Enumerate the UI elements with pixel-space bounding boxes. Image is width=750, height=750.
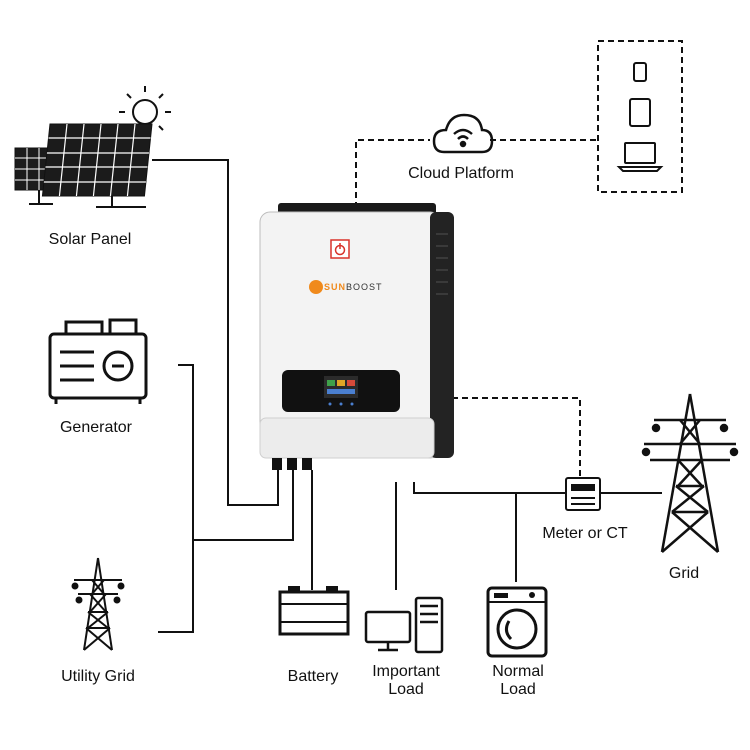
utility-grid-label: Utility Grid (61, 668, 135, 685)
generator-icon (48, 318, 148, 404)
brand-prefix: SUN (324, 282, 347, 292)
utility-grid-tower-icon (71, 557, 125, 651)
battery-icon (278, 586, 350, 636)
important-load-label-line2: Load (388, 681, 424, 698)
normal-load-label-line1: Normal (492, 663, 544, 680)
solar-panel-label: Solar Panel (48, 231, 132, 248)
solar-line (152, 159, 279, 506)
cloud-wifi-icon (432, 113, 494, 154)
important-load-label-line1: Important (372, 663, 440, 680)
connection-lines (152, 159, 662, 633)
generator-label: Generator (59, 419, 133, 436)
solar-panel-icon (14, 123, 153, 208)
meter-icon (565, 477, 601, 511)
phone-icon (633, 62, 647, 82)
inverter-image (259, 203, 454, 470)
grid-label: Grid (668, 565, 700, 582)
devices-box (597, 40, 683, 193)
meter-comm-line (432, 397, 581, 478)
battery-label: Battery (287, 668, 339, 685)
meter-or-ct-label: Meter or CT (542, 525, 628, 542)
dashed-lines (355, 40, 683, 478)
utility-grid-line (158, 540, 194, 633)
inverter-brand-logo: SUNBOOST (324, 282, 383, 292)
computer-icon (364, 596, 444, 654)
cloud-platform-label: Cloud Platform (408, 165, 514, 182)
cloud-link-line (355, 139, 430, 208)
normal-load-line (413, 482, 517, 582)
tablet-icon (629, 98, 651, 127)
washing-machine-icon (486, 586, 548, 658)
brand-suffix: BOOST (346, 282, 383, 292)
normal-load-label-line2: Load (500, 681, 536, 698)
grid-tower-icon (641, 393, 739, 553)
laptop-icon (616, 142, 664, 172)
